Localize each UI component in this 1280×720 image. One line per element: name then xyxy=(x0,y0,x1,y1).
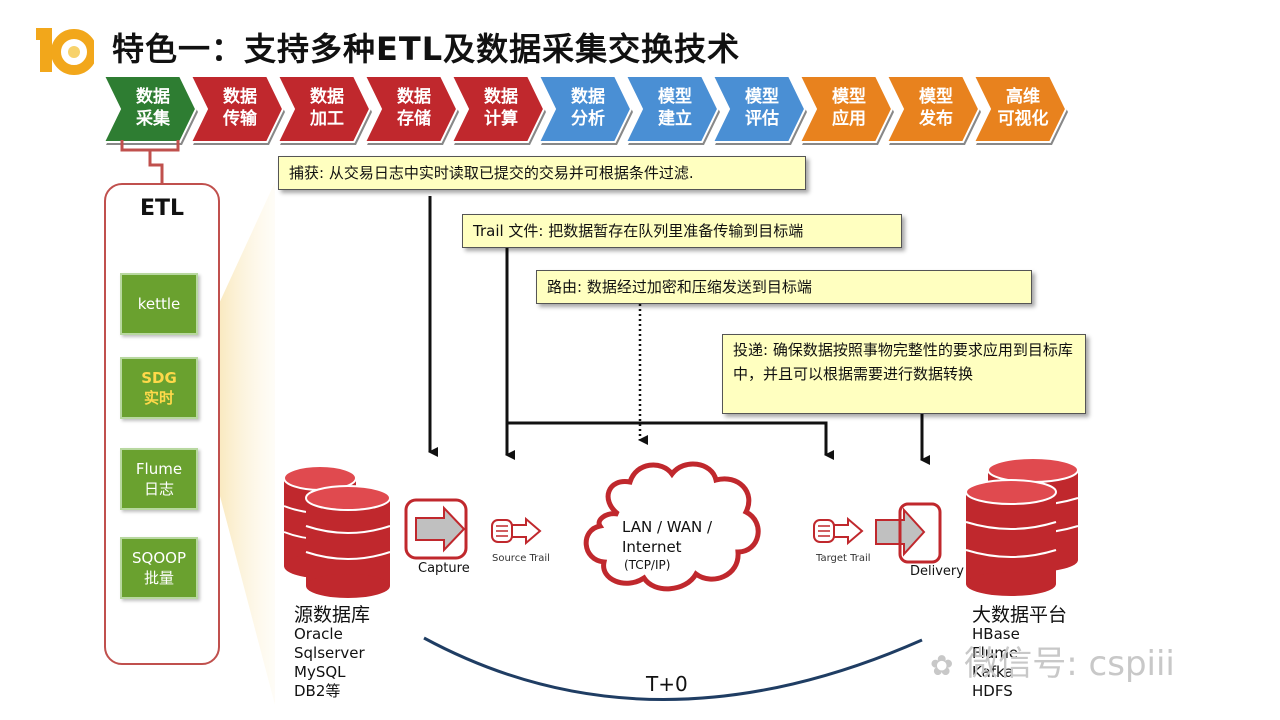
process-step-line2: 采集 xyxy=(136,109,170,129)
etl-tool-sublabel: 批量 xyxy=(143,569,174,587)
process-step-line2: 加工 xyxy=(310,109,344,129)
process-step-line2: 计算 xyxy=(484,109,518,129)
source-db-title: 源数据库 xyxy=(294,604,371,626)
etl-tool-sublabel: 日志 xyxy=(143,480,174,498)
etl-tool-kettle: kettle xyxy=(120,273,198,335)
cloud-label-line2: Internet xyxy=(622,538,682,556)
source-db-item: MySQL xyxy=(294,663,346,681)
process-step-label: 数据采集 xyxy=(113,86,193,130)
wechat-icon: ✿ xyxy=(930,649,954,682)
process-step-line1: 数据 xyxy=(484,87,518,107)
process-step-line1: 数据 xyxy=(571,87,605,107)
source-trail-icon xyxy=(491,516,542,546)
capture-process-icon xyxy=(404,498,468,560)
source-db-item: Sqlserver xyxy=(294,644,365,662)
process-step-line2: 传输 xyxy=(223,109,257,129)
target-db-item: HBase xyxy=(972,625,1020,643)
process-step-line1: 数据 xyxy=(310,87,344,107)
process-step-label: 数据分析 xyxy=(548,86,628,130)
callout-delivery: 投递: 确保数据按照事物完整性的要求应用到目标库中，并且可以根据需要进行数据转换 xyxy=(722,334,1086,414)
process-step-label: 数据存储 xyxy=(374,86,454,130)
target-db-title: 大数据平台 xyxy=(972,604,1068,626)
process-step-label: 高维可视化 xyxy=(983,86,1063,130)
delivery-label: Delivery xyxy=(910,564,964,579)
process-step-line1: 模型 xyxy=(919,87,953,107)
etl-tool-sdg: SDG 实时 xyxy=(120,357,198,419)
etl-tool-flume: Flume 日志 xyxy=(120,448,198,510)
timing-label: T+0 xyxy=(646,672,688,696)
process-step-line2: 发布 xyxy=(919,109,953,129)
etl-tool-label: Flume xyxy=(135,460,183,478)
cloud-label-line1: LAN / WAN / xyxy=(622,518,713,536)
process-step-line2: 评估 xyxy=(745,109,779,129)
target-database-icon xyxy=(965,457,1079,596)
process-step-label: 模型应用 xyxy=(809,86,889,130)
process-step-line2: 存储 xyxy=(397,109,431,129)
watermark-text: 微信号: cspiii xyxy=(964,644,1175,684)
wechat-watermark: ✿ 微信号: cspiii xyxy=(930,636,1175,685)
process-step-label: 数据传输 xyxy=(200,86,280,130)
target-trail-icon xyxy=(813,516,864,546)
target-db-item: Flume xyxy=(972,644,1019,662)
process-step-line2: 应用 xyxy=(832,109,866,129)
source-db-item: DB2等 xyxy=(294,682,341,700)
process-step-line1: 数据 xyxy=(223,87,257,107)
delivery-process-icon xyxy=(875,502,942,564)
source-database-icon xyxy=(283,465,391,598)
process-step-line2: 分析 xyxy=(571,109,605,129)
process-step-line1: 模型 xyxy=(658,87,692,107)
callout-capture: 捕获: 从交易日志中实时读取已提交的交易并可根据条件过滤. xyxy=(278,156,806,190)
page-title: 特色一：支持多种ETL及数据采集交换技术 xyxy=(112,30,741,68)
process-step-line1: 数据 xyxy=(397,87,431,107)
etl-tool-sqoop: SQOOP 批量 xyxy=(120,537,198,599)
process-step-line2: 建立 xyxy=(658,109,692,129)
etl-tool-label: SQOOP xyxy=(132,549,186,567)
source-trail-label: Source Trail xyxy=(492,553,550,564)
etl-tool-sublabel: 实时 xyxy=(143,389,174,407)
target-trail-label: Target Trail xyxy=(816,553,871,564)
callout-route: 路由: 数据经过加密和压缩发送到目标端 xyxy=(536,270,1032,304)
process-step-label: 模型评估 xyxy=(722,86,802,130)
process-step-line1: 高维 xyxy=(1006,87,1040,107)
target-db-item: Kafka xyxy=(972,663,1014,681)
process-step-label: 数据计算 xyxy=(461,86,541,130)
etl-tool-label: kettle xyxy=(137,295,181,313)
source-db-list: Oracle Sqlserver MySQL DB2等 xyxy=(294,625,365,701)
cloud-label-line3: (TCP/IP) xyxy=(624,558,671,572)
process-step-line2: 可视化 xyxy=(997,109,1049,129)
target-db-list: HBase Flume Kafka HDFS xyxy=(972,625,1020,701)
process-step-label: 数据加工 xyxy=(287,86,367,130)
target-db-item: HDFS xyxy=(972,682,1013,700)
etl-tool-label: SDG xyxy=(141,369,177,387)
process-step-line1: 模型 xyxy=(832,87,866,107)
callout-trail: Trail 文件: 把数据暂存在队列里准备传输到目标端 xyxy=(462,214,902,248)
process-step-line1: 模型 xyxy=(745,87,779,107)
process-step-label: 模型发布 xyxy=(896,86,976,130)
process-step-label: 模型建立 xyxy=(635,86,715,130)
etl-title: ETL xyxy=(139,196,185,221)
logo xyxy=(36,28,94,75)
process-step-line1: 数据 xyxy=(136,87,170,107)
source-db-item: Oracle xyxy=(294,625,343,643)
capture-label: Capture xyxy=(418,561,470,576)
